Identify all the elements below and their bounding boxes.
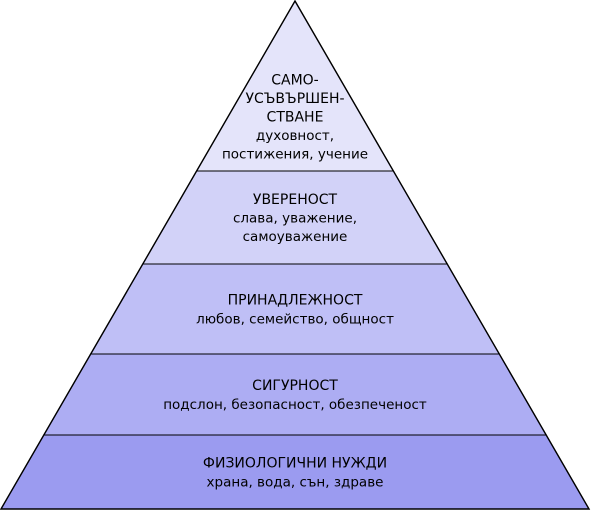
level-description-line: самоуважение [243,229,348,245]
level-title-line: ФИЗИОЛОГИЧНИ НУЖДИ [203,456,387,472]
pyramid-level-4 [42,353,548,436]
level-title-line: УСЪВЪРШЕН- [245,91,344,107]
level-title-line: СТВАНЕ [267,110,324,126]
level-description-line: слава, уважение, [233,211,357,227]
pyramid-labels: САМО- УСЪВЪРШЕН- СТВАНЕ духовност, постижени… [163,72,427,490]
level-description-line: постижения, учение [222,147,368,163]
level-title-line: ПРИНАДЛЕЖНОСТ [228,293,363,309]
level-title-line: СИГУРНОСТ [252,378,338,394]
level-description-line: храна, вода, сън, здраве [207,474,384,490]
level-description-line: подслон, безопасност, обезпеченост [163,397,427,413]
pyramid-level-3 [89,263,501,355]
level-description-line: любов, семейство, общност [196,311,394,327]
level-description-line: духовност, [256,128,334,144]
pyramid-level-5 [0,434,590,510]
level-title-line: САМО- [271,72,319,88]
level-title-line: УВЕРЕНОСТ [253,192,338,208]
